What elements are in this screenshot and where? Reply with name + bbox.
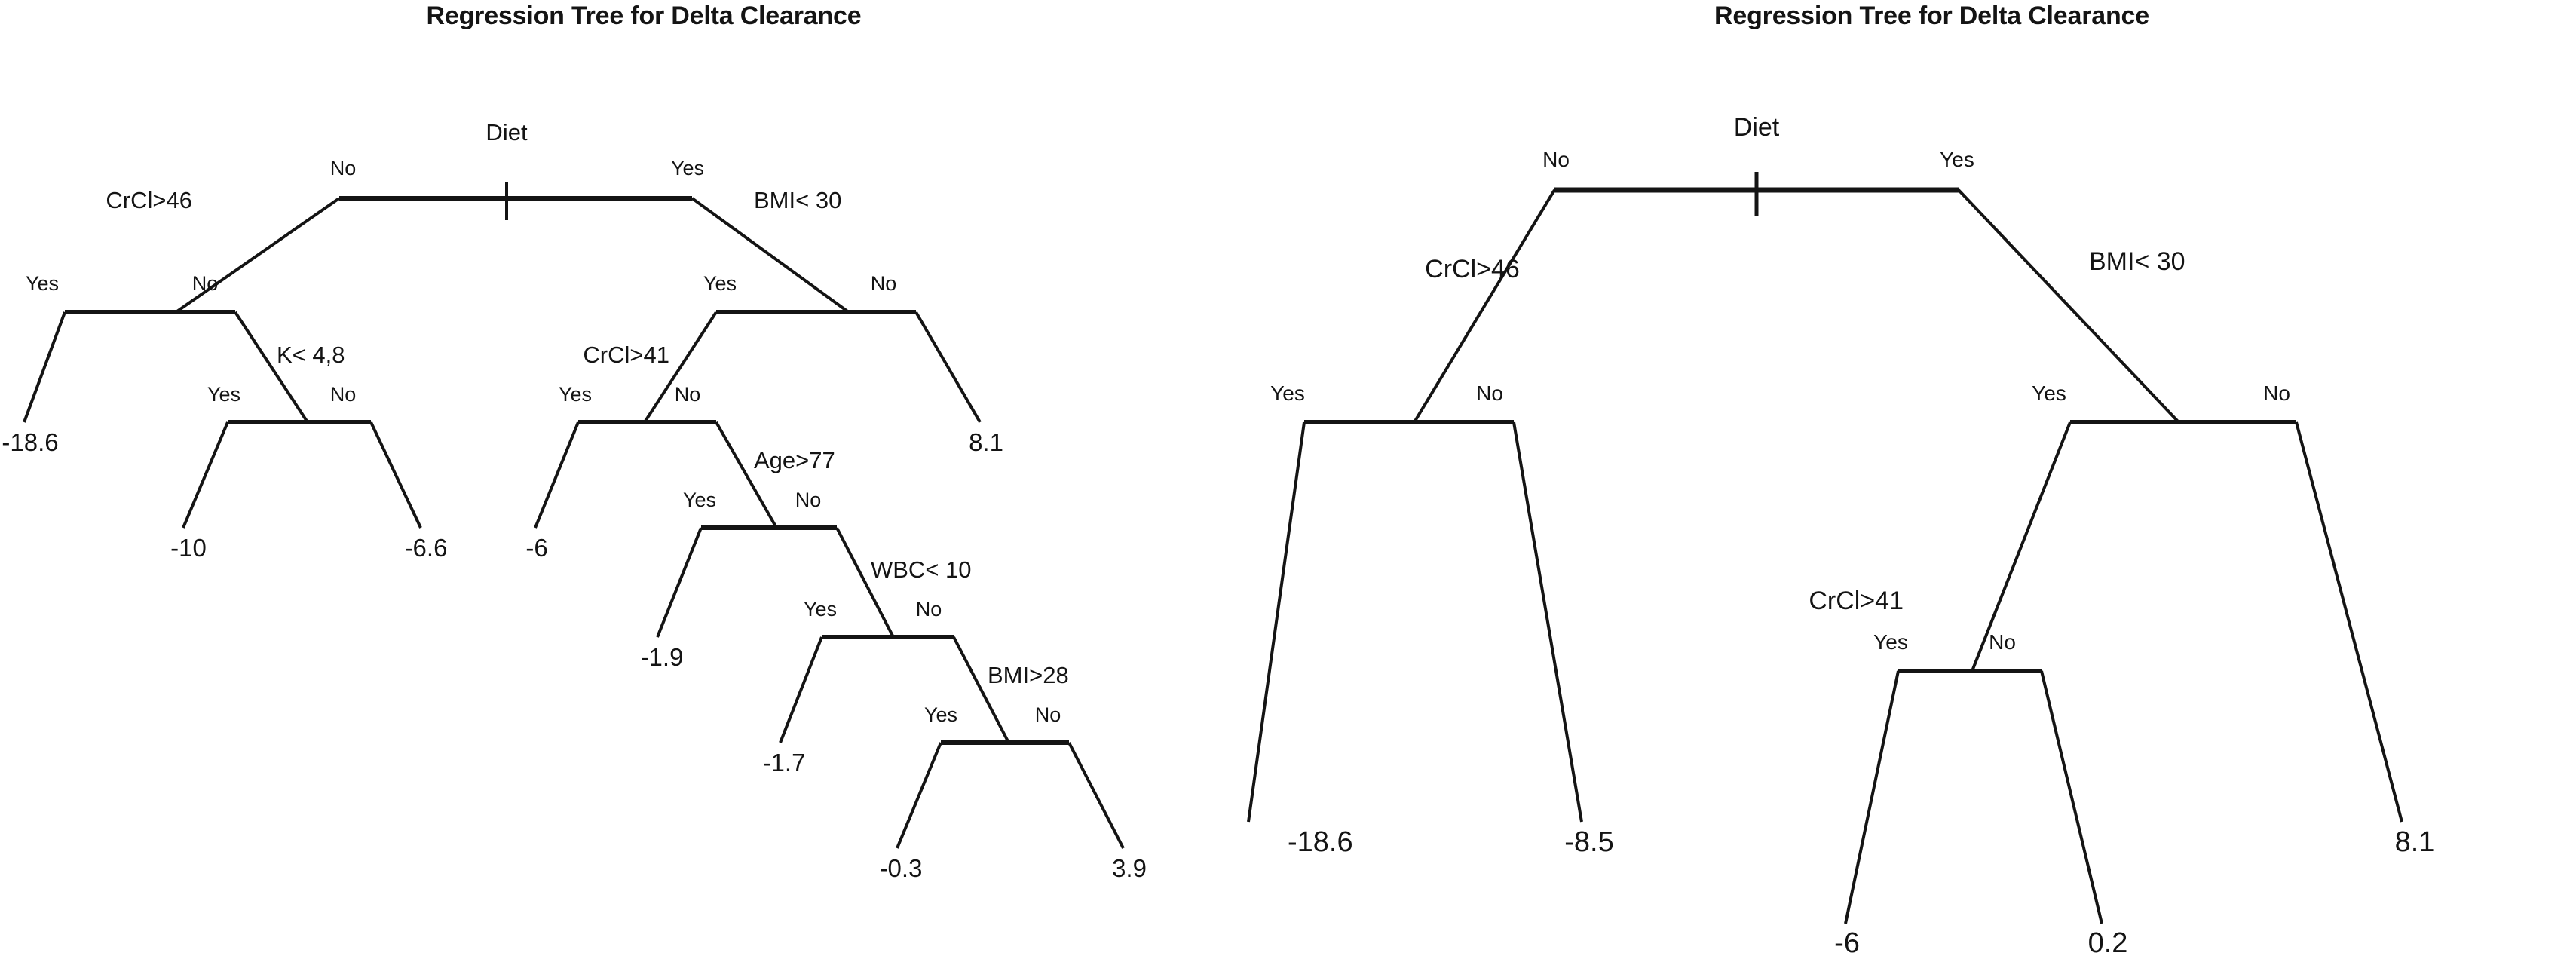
- right-branch-crcl41-yes: Yes: [1873, 630, 1908, 654]
- right-split-crcl41: CrCl>41: [1809, 587, 1904, 615]
- left-branch-crcl46-yes: Yes: [25, 272, 60, 295]
- left-branch-bmi30-yes: Yes: [703, 272, 737, 295]
- left-branch-k48-yes: Yes: [207, 383, 241, 406]
- left-split-diet: Diet: [485, 119, 528, 146]
- right-leaf-4: 0.2: [2087, 927, 2128, 959]
- right-branch-crcl41-no: No: [1989, 630, 2016, 654]
- right-branch-diet-yes: Yes: [1940, 148, 1974, 171]
- left-leaf-3: -6.6: [404, 534, 448, 562]
- left-split-bmi30: BMI< 30: [754, 187, 842, 213]
- left-tree-edges: [23, 182, 1125, 849]
- left-leaf-4: -6: [525, 534, 548, 562]
- right-branch-bmi30-no: No: [2263, 381, 2290, 405]
- right-split-crcl46: CrCl>46: [1425, 255, 1520, 283]
- left-leaf-8: 3.9: [1112, 854, 1147, 882]
- right-split-bmi30: BMI< 30: [2089, 247, 2185, 276]
- left-branch-wbc10-no: No: [915, 598, 942, 620]
- left-branch-bmi28-yes: Yes: [924, 703, 958, 726]
- left-leaf-5: -1.9: [640, 643, 684, 671]
- right-leaf-5: 8.1: [2394, 826, 2435, 858]
- left-leaf-9: 8.1: [969, 428, 1003, 456]
- left-branch-crcl41-yes: Yes: [558, 383, 593, 406]
- left-split-crcl41: CrCl>41: [583, 342, 669, 368]
- left-branch-wbc10-yes: Yes: [803, 598, 838, 620]
- left-split-wbc10: WBC< 10: [871, 556, 972, 583]
- left-split-bmi28: BMI>28: [988, 662, 1069, 688]
- left-leaf-6: -1.7: [762, 749, 806, 777]
- left-branch-diet-no: No: [329, 157, 357, 179]
- left-leaf-2: -10: [170, 534, 207, 562]
- left-branch-bmi30-no: No: [870, 272, 897, 295]
- right-branch-bmi30-yes: Yes: [2032, 381, 2066, 405]
- right-tree-edges: [1247, 172, 2403, 924]
- right-branch-crcl46-no: No: [1476, 381, 1503, 405]
- left-branch-bmi28-no: No: [1034, 703, 1061, 726]
- left-branch-crcl41-no: No: [674, 383, 701, 406]
- right-branch-diet-no: No: [1542, 148, 1570, 171]
- right-leaf-3: -6: [1834, 927, 1860, 959]
- right-tree-title: Regression Tree for Delta Clearance: [1714, 2, 2149, 30]
- left-branch-crcl46-no: No: [191, 272, 219, 295]
- left-split-age77: Age>77: [754, 447, 835, 473]
- left-branch-age77-yes: Yes: [682, 489, 717, 511]
- left-leaf-7: -0.3: [879, 854, 923, 882]
- left-split-crcl46: CrCl>46: [106, 187, 192, 213]
- left-tree-panel: Regression Tree for Delta Clearance: [0, 0, 1288, 954]
- left-branch-age77-no: No: [795, 489, 822, 511]
- left-branch-k48-no: No: [329, 383, 357, 406]
- left-tree-title: Regression Tree for Delta Clearance: [426, 2, 862, 30]
- left-leaf-1: -18.6: [2, 428, 59, 456]
- left-branch-diet-yes: Yes: [670, 157, 705, 179]
- right-leaf-1: -18.6: [1288, 826, 1353, 858]
- right-leaf-2: -8.5: [1564, 826, 1614, 858]
- right-branch-crcl46-yes: Yes: [1270, 381, 1305, 405]
- left-split-k48: K< 4,8: [277, 342, 345, 368]
- right-split-diet: Diet: [1733, 113, 1780, 142]
- right-tree-panel: Regression Tree for Delta Clearance: [1247, 0, 2576, 959]
